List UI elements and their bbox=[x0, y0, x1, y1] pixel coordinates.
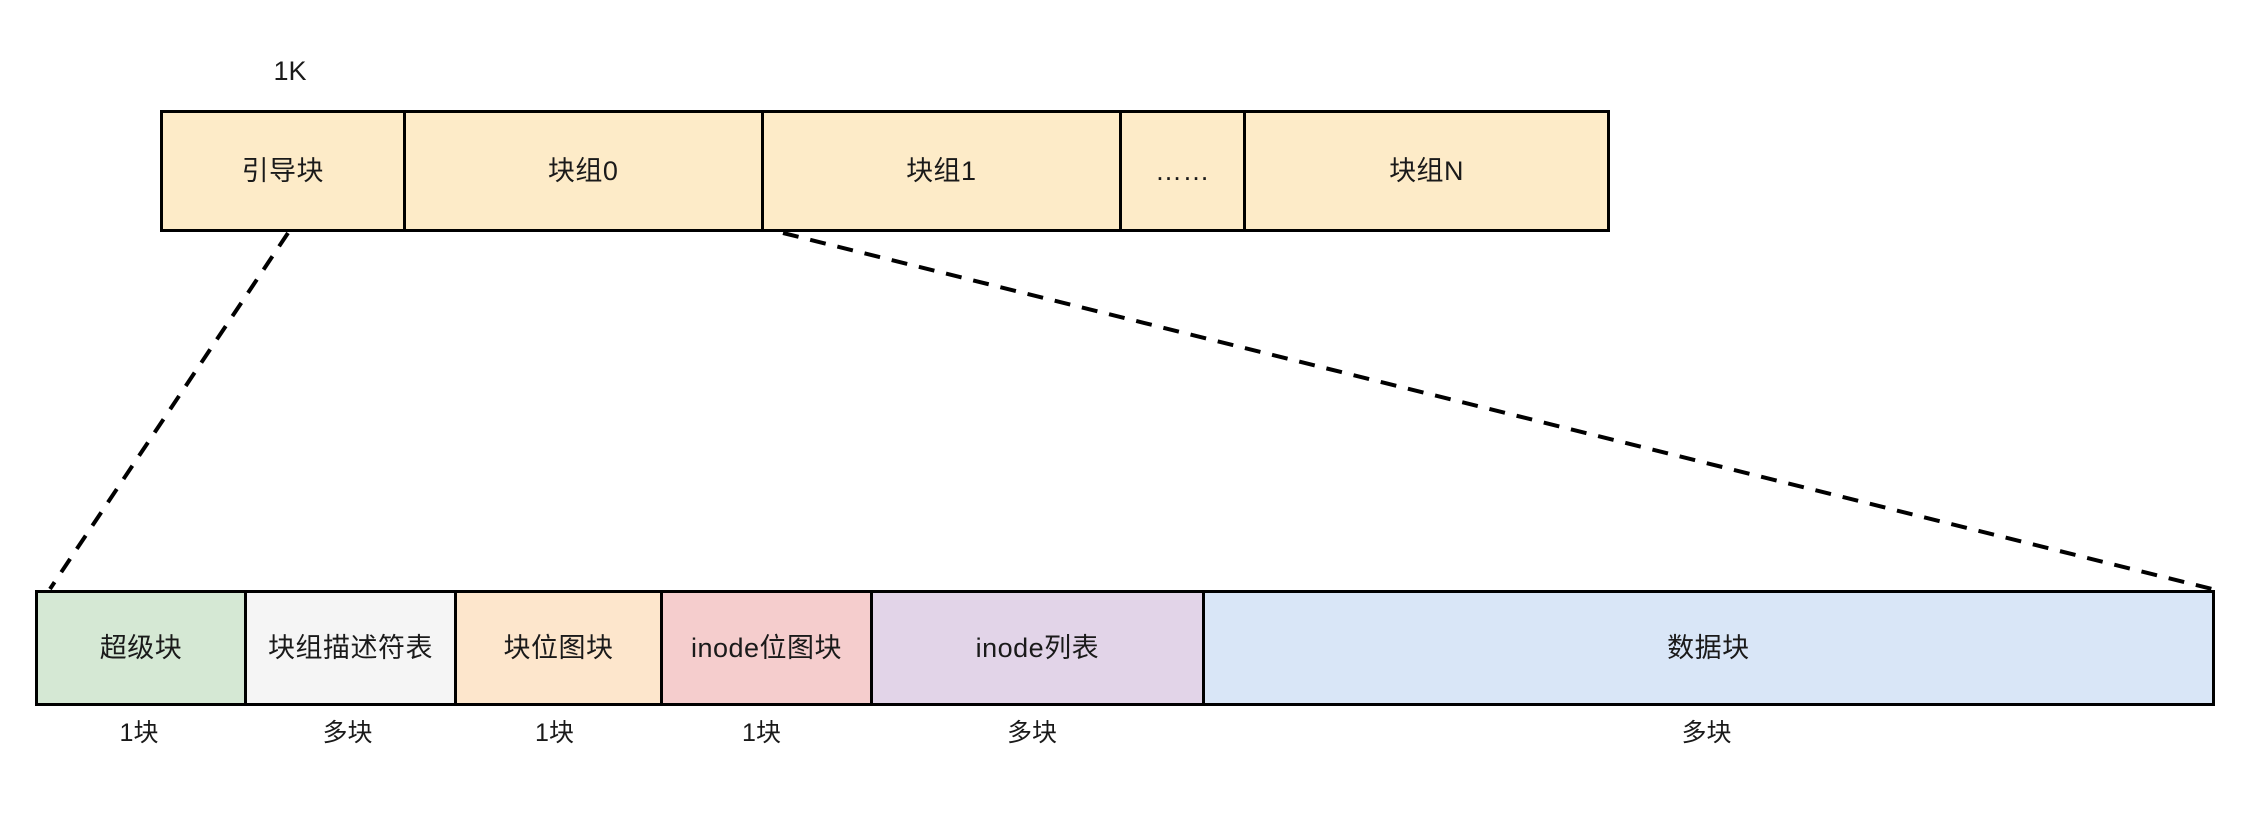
disk-cell-ellipsis: …… bbox=[1118, 113, 1244, 229]
caption-inode-table: 多块 bbox=[1006, 719, 1057, 747]
bg-cell-inode-table: inode列表 bbox=[870, 593, 1202, 703]
caption-block-bitmap: 1块 bbox=[535, 719, 574, 747]
caption-data-blocks: 多块 bbox=[1681, 719, 1732, 747]
bg-cell-data-blocks: 数据块 bbox=[1201, 593, 2212, 703]
bg-cell-group-descriptor: 块组描述符表 bbox=[244, 593, 454, 703]
bg-cell-block-bitmap: 块位图块 bbox=[453, 593, 661, 703]
bg-cell-super-block: 超级块 bbox=[38, 593, 244, 703]
expansion-line-left bbox=[48, 231, 290, 591]
disk-cell-block-group-1: 块组1 bbox=[760, 113, 1119, 229]
block-group-caption-row: 1块 多块 1块 1块 多块 多块 bbox=[35, 718, 2215, 758]
disk-cell-block-group-n: 块组N bbox=[1243, 113, 1607, 229]
expansion-line-right bbox=[782, 231, 2213, 591]
block-group-detail-bar: 超级块 块组描述符表 块位图块 inode位图块 inode列表 数据块 bbox=[35, 590, 2215, 706]
caption-group-descriptor: 多块 bbox=[322, 719, 373, 747]
disk-layout-bar: 引导块 块组0 块组1 …… 块组N bbox=[160, 110, 1610, 232]
caption-super-block: 1块 bbox=[119, 719, 159, 747]
caption-inode-bitmap: 1块 bbox=[742, 719, 781, 747]
disk-cell-block-group-0: 块组0 bbox=[402, 113, 761, 229]
size-label-1k: 1K bbox=[273, 56, 307, 86]
disk-cell-boot-block: 引导块 bbox=[163, 113, 403, 229]
bg-cell-inode-bitmap: inode位图块 bbox=[660, 593, 870, 703]
